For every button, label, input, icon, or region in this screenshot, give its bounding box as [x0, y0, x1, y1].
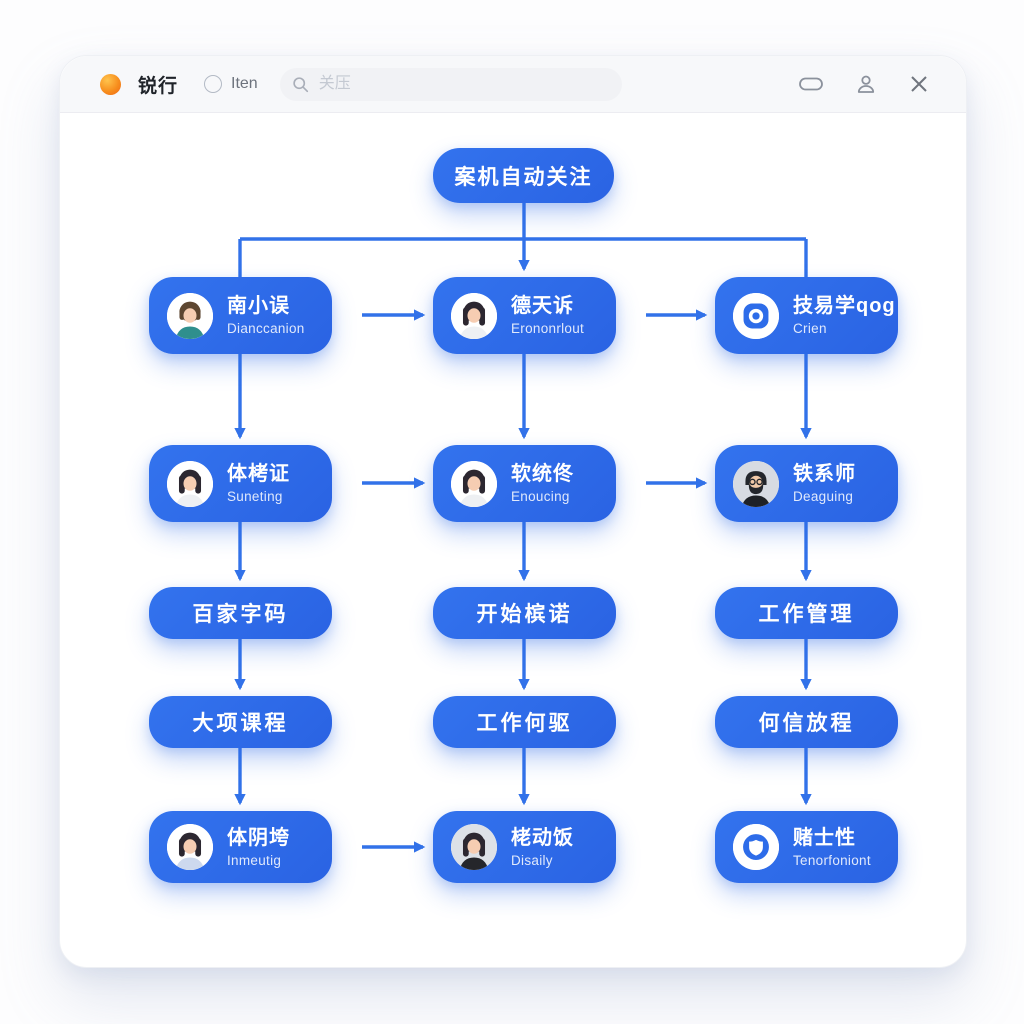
flow-node[interactable]: 工作何驱: [433, 696, 616, 748]
node-title: 赌士性: [793, 826, 856, 849]
minimize-button[interactable]: [796, 73, 826, 95]
close-button[interactable]: [906, 71, 932, 97]
node-subtitle: Crien: [793, 321, 827, 336]
avatar-woman-icon: [451, 460, 497, 507]
node-title: 栳动饭: [511, 826, 574, 849]
flow-node[interactable]: 栳动饭 Disaily: [433, 811, 616, 883]
node-title: 软统佟: [511, 463, 574, 485]
node-title: 体阴垮: [227, 826, 290, 849]
flow-node[interactable]: 南小误 Dianccanion: [149, 277, 332, 354]
node-title: 德天诉: [511, 295, 574, 317]
app-window: 锐行 Iten: [59, 55, 967, 968]
flow-node[interactable]: 德天诉 Erononrlout: [433, 277, 616, 354]
user-button[interactable]: [852, 70, 880, 98]
avatar-woman-icon: [167, 824, 213, 870]
minimize-pill-icon: [799, 77, 823, 91]
node-subtitle: Suneting: [227, 489, 283, 504]
app-logo-icon: [733, 824, 779, 870]
flow-node[interactable]: 何信放程: [715, 696, 898, 748]
close-icon: [911, 76, 927, 92]
node-subtitle: Enoucing: [511, 489, 570, 504]
search-bar: [279, 67, 622, 101]
avatar-woman-icon: [451, 292, 497, 339]
avatar-woman-icon: [167, 292, 213, 339]
app-dot-icon: [100, 73, 121, 95]
flow-node[interactable]: 百家字码: [149, 587, 332, 639]
avatar-woman-icon: [167, 460, 213, 507]
node-subtitle: Tenorfoniont: [793, 852, 871, 868]
node-subtitle: Dianccanion: [227, 321, 305, 336]
flow-node[interactable]: 铁系师 Deaguing: [715, 445, 898, 522]
node-subtitle: Disaily: [511, 852, 553, 868]
flow-node[interactable]: 大项课程: [149, 696, 332, 748]
flow-node[interactable]: 技易学qog Crien: [715, 277, 898, 354]
node-subtitle: Deaguing: [793, 489, 854, 504]
flow-node[interactable]: 赌士性 Tenorfoniont: [715, 811, 898, 883]
flow-node[interactable]: 体栲证 Suneting: [149, 445, 332, 522]
search-input[interactable]: [316, 74, 610, 94]
radio-circle-icon: [204, 75, 223, 93]
nav-item-label: Iten: [231, 75, 258, 92]
titlebar-actions: [796, 70, 932, 98]
user-icon: [857, 75, 875, 93]
flow-node[interactable]: 工作管理: [715, 587, 898, 639]
node-title: 技易学qog: [793, 295, 896, 317]
nav-item-iten[interactable]: Iten: [204, 75, 258, 93]
node-subtitle: Erononrlout: [511, 321, 585, 336]
app-logo-icon: [733, 292, 779, 339]
node-title: 体栲证: [227, 463, 290, 485]
flow-node[interactable]: 体阴垮 Inmeutig: [149, 811, 332, 883]
node-subtitle: Inmeutig: [227, 852, 282, 868]
flow-canvas: 案机自动关注 南小误 Dianccanion 德天诉 Erononrlout: [60, 112, 966, 967]
avatar-man-icon: [733, 460, 779, 507]
node-title: 南小误: [227, 295, 290, 317]
flow-node-root[interactable]: 案机自动关注: [433, 148, 614, 203]
search-icon: [293, 76, 308, 92]
flow-node[interactable]: 开始槟诺: [433, 587, 616, 639]
avatar-woman-icon: [451, 824, 497, 870]
node-title: 铁系师: [793, 463, 856, 485]
titlebar: 锐行 Iten: [60, 56, 966, 113]
app-title: 锐行: [138, 75, 179, 97]
flow-node[interactable]: 软统佟 Enoucing: [433, 445, 616, 522]
